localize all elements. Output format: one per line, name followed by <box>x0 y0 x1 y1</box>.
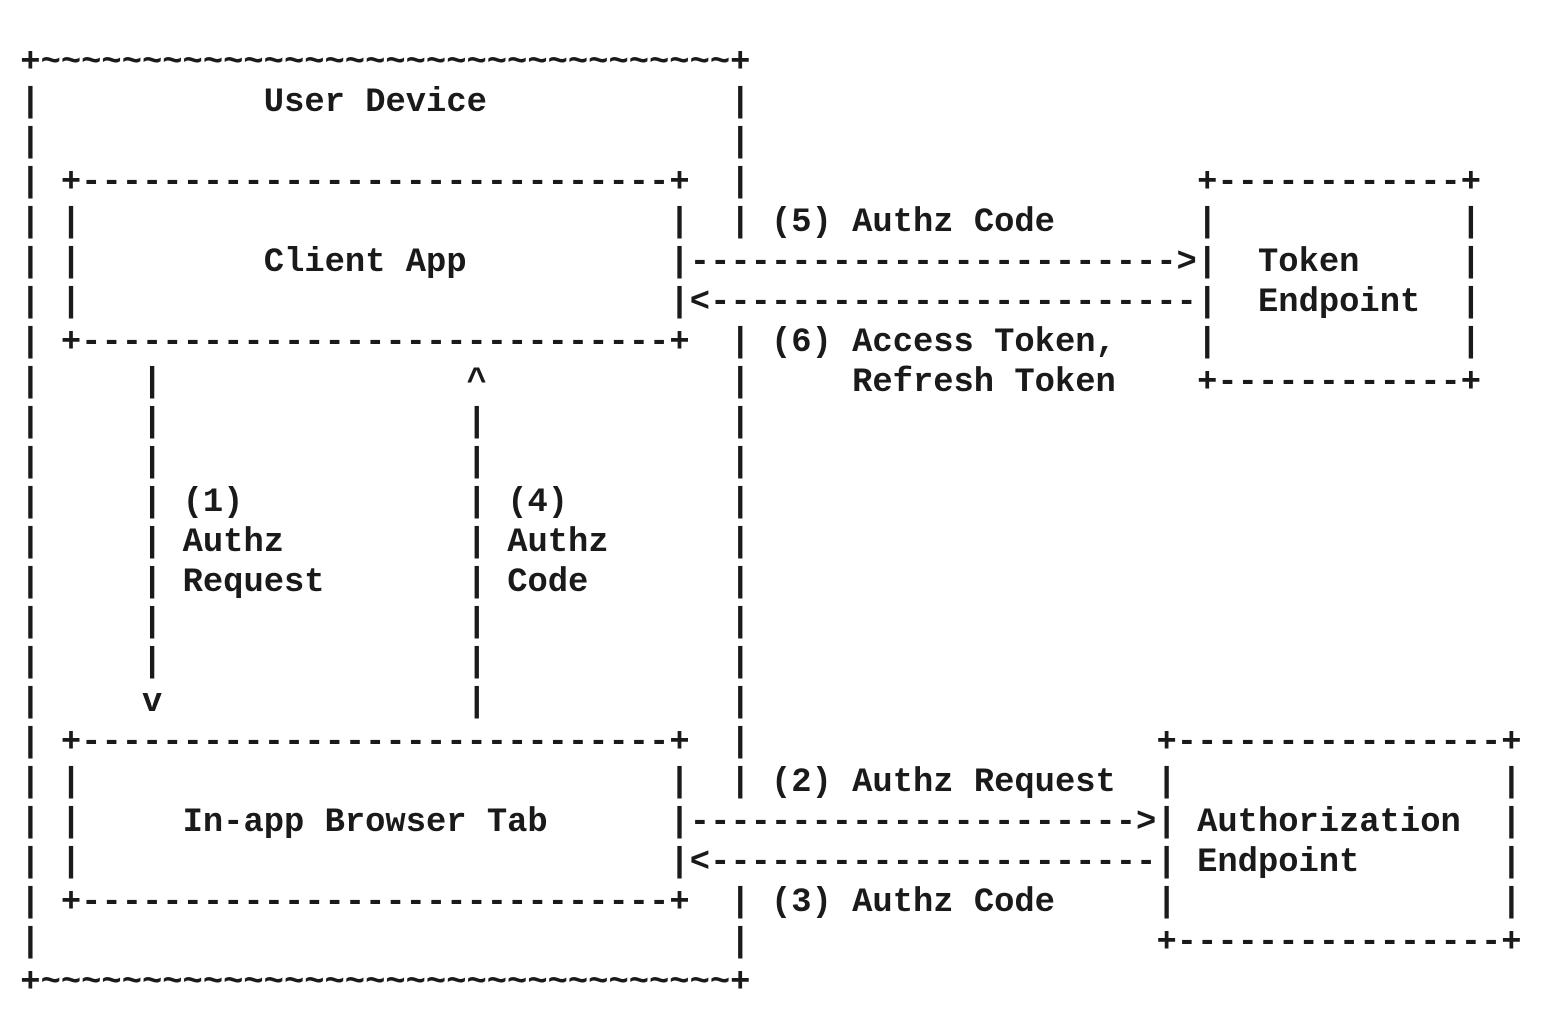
arrow-step2-authz-request-icon: ----------------------> <box>689 804 1157 842</box>
token-endpoint-title: Token Endpoint <box>1258 244 1421 322</box>
arrow-step6-tokens-icon: <------------------------ <box>689 284 1197 322</box>
in-app-browser-tab-box: +-----------------------------+ | | | | … <box>60 724 690 922</box>
authorization-endpoint-title: Authorization Endpoint <box>1197 804 1461 882</box>
label-step5-authz-code: (5) Authz Code <box>771 204 1055 242</box>
arrow-step3-authz-code-icon: <---------------------- <box>689 844 1157 882</box>
user-device-title: User Device <box>263 84 487 122</box>
label-step6-access-token: (6) Access Token, <box>771 324 1116 362</box>
client-app-box: +-----------------------------+ | | | | … <box>60 164 690 362</box>
label-step6-refresh-token: Refresh Token <box>852 364 1116 402</box>
label-step3-authz-code: (3) Authz Code <box>771 884 1055 922</box>
user-device-box: +~~~~~~~~~~~~~~~~~~~~~~~~~~~~~~~~~~+ | |… <box>20 44 751 1002</box>
label-step1-authz-request: (1) Authz Request <box>182 484 325 602</box>
authorization-endpoint-box: +----------------+ | | | | | | | | +----… <box>1156 724 1522 962</box>
arrow-step1-down-icon: | | | | | | | | v <box>142 364 163 722</box>
token-endpoint-box: +------------+ | | | | | | | | +--------… <box>1197 164 1482 402</box>
arrow-step5-authz-code-icon: ------------------------> <box>689 244 1197 282</box>
label-step4-authz-code: (4) Authz Code <box>507 484 609 602</box>
client-app-title: Client App <box>263 244 467 282</box>
in-app-browser-tab-title: In-app Browser Tab <box>182 804 548 842</box>
arrow-step4-up-icon: ^ | | | | | | | | <box>466 364 487 722</box>
label-step2-authz-request: (2) Authz Request <box>771 764 1116 802</box>
